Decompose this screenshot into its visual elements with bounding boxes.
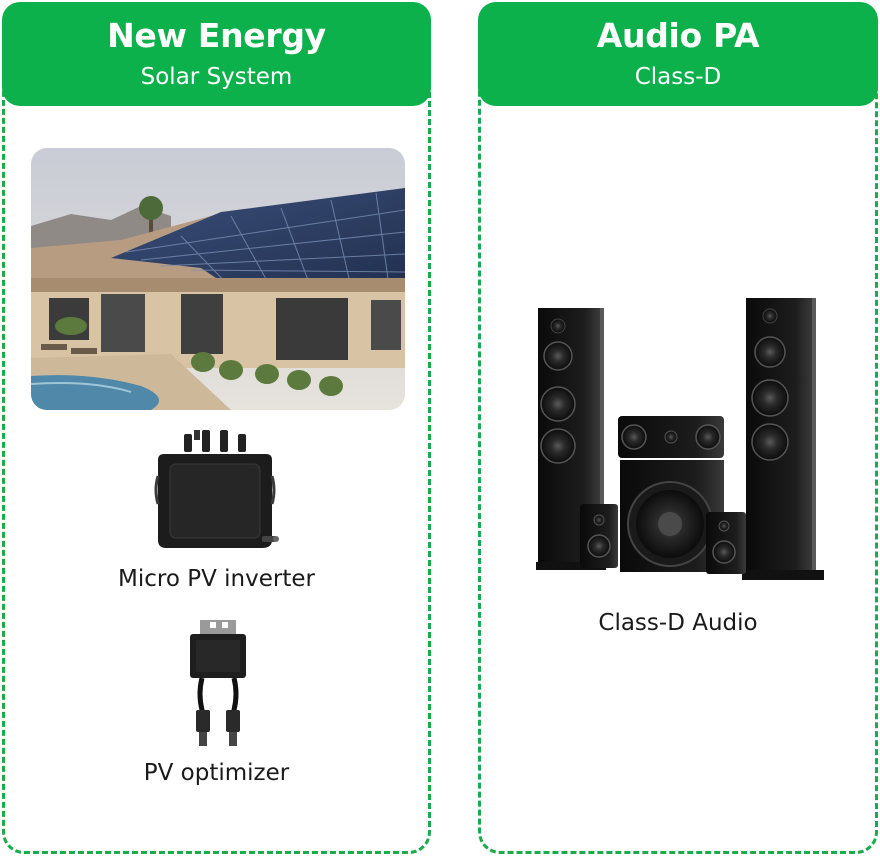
pv-optimizer-icon [190,620,246,746]
audio-pa-title: Audio PA [596,16,760,55]
new-energy-subtitle: Solar System [140,64,293,90]
micro-inverter-icon [154,430,279,548]
solar-house-photo [31,148,405,410]
new-energy-title: New Energy [107,16,326,55]
audio-pa-subtitle: Class-D [634,64,722,90]
new-energy-panel: New Energy Solar System [2,2,431,854]
pv-optimizer-label: PV optimizer [143,760,290,786]
audio-pa-panel: Audio PA Class-D [478,2,878,854]
micro-inverter-label: Micro PV inverter [118,566,315,592]
class-d-audio-label: Class-D Audio [598,610,758,636]
audio-pa-header: Audio PA Class-D [478,2,878,106]
audio-pa-panel-border [478,42,878,854]
speaker-system-icon [536,298,824,580]
new-energy-panel-border [2,42,431,854]
new-energy-header: New Energy Solar System [2,2,431,106]
